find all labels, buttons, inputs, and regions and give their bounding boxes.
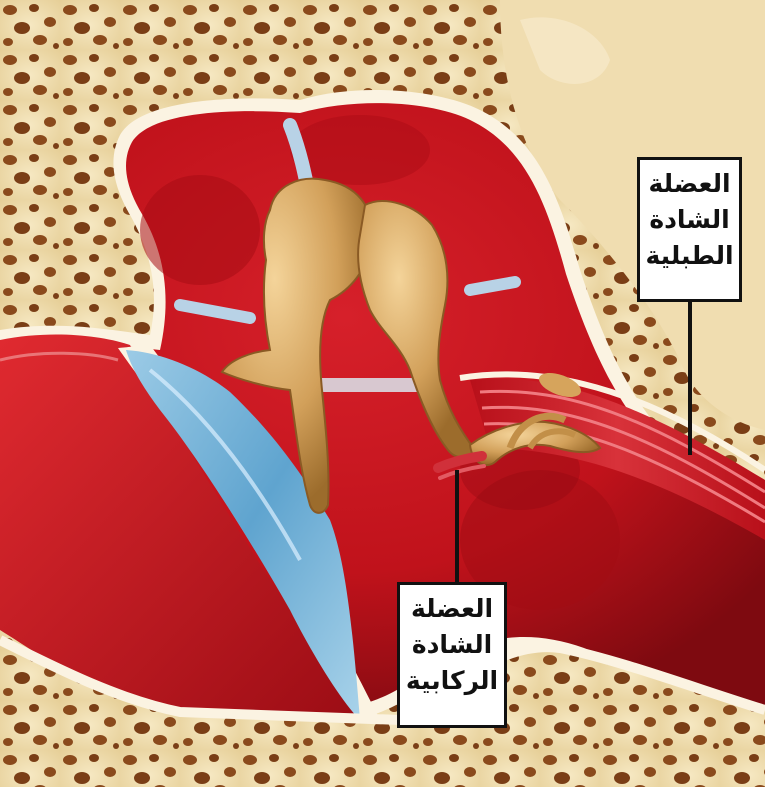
tensor-tympani-label-line2: الشادة (644, 202, 735, 238)
stapedius-label-line2: الشادة (404, 627, 500, 663)
posterior-ligament (470, 282, 515, 290)
tensor-tympani-label: العضلة الشادة الطبلية (637, 157, 742, 302)
tensor-tympani-label-line3: الطبلية (644, 238, 735, 274)
tensor-tympani-label-line1: العضلة (644, 166, 735, 202)
stapedius-label-line3: الركابية (404, 663, 500, 699)
stapedius-label: العضلة الشادة الركابية (397, 582, 507, 728)
stapedius-label-line1: العضلة (404, 591, 500, 627)
